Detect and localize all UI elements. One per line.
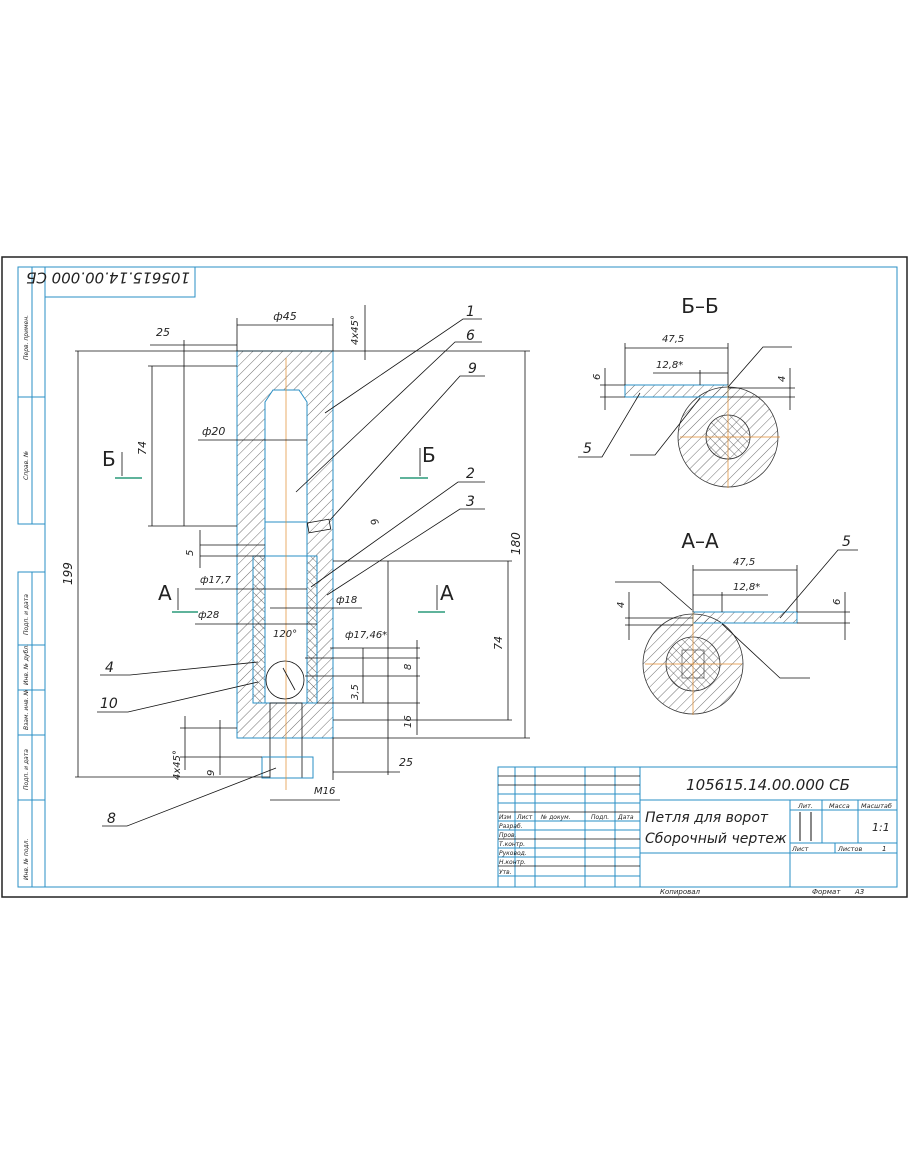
main-view: [236, 350, 334, 790]
stamp-code: 105615.14.00.000 СБ: [26, 269, 190, 287]
header-izm: Изм: [499, 814, 512, 821]
section-aa-title: А–А: [681, 529, 719, 553]
bolt-head: [261, 756, 314, 779]
role: Н.контр.: [499, 859, 526, 866]
dim-m16: М16: [314, 786, 335, 797]
strip-label: Перв. примен.: [23, 315, 30, 360]
header-list: Лист: [516, 814, 533, 821]
section-aa-width: 47,5: [733, 557, 755, 568]
header-sign: Подп.: [591, 814, 609, 821]
role: Утв.: [499, 869, 512, 876]
header-doc: № докум.: [540, 814, 571, 821]
position-8: 8: [107, 811, 116, 827]
position-5-bb: 5: [583, 441, 592, 457]
section-aa-width2: 12,8*: [733, 582, 760, 593]
position-9: 9: [468, 361, 477, 377]
section-mark-b-right: Б: [422, 443, 436, 467]
dim-16: 16: [403, 715, 414, 728]
section-mark-a-left: А: [158, 581, 172, 605]
section-markers: Б Б А А: [102, 443, 454, 613]
section-aa-h1: 4: [616, 602, 627, 608]
strip-label: Инв. № дубл.: [23, 644, 30, 685]
lit-label: Лит.: [797, 802, 813, 810]
position-3: 3: [466, 494, 475, 510]
section-aa: А–А 47,5 12,8* 4 6 5: [615, 529, 858, 715]
section-bb-width2: 12,8*: [656, 360, 683, 371]
role: Т.контр.: [499, 841, 525, 848]
side-strip: Перв. примен. Справ. № Подп. и дата Инв.…: [17, 266, 46, 888]
strip-label: Инв. № подл.: [23, 839, 30, 880]
position-6: 6: [466, 328, 475, 344]
format-value: А3: [854, 888, 864, 896]
dim-5: 5: [185, 550, 196, 556]
sheet-label: Лист: [791, 845, 809, 853]
dim-6-hole: 6: [367, 517, 380, 527]
title-block: Изм Лист № докум. Подп. Дата Разраб. Про…: [497, 766, 898, 896]
dim-angle-120: 120°: [273, 629, 297, 640]
dim-9: 9: [206, 770, 217, 776]
scale-value: 1:1: [872, 821, 890, 834]
dim-3-5: 3,5: [350, 684, 361, 700]
drawing-frame: [44, 266, 898, 888]
dim-d17-7: ф17,7: [200, 575, 231, 586]
section-bb-h1: 6: [592, 374, 603, 380]
position-1: 1: [466, 304, 475, 320]
ball: [265, 660, 305, 700]
format-label: Формат: [812, 888, 841, 896]
position-2: 2: [466, 466, 475, 482]
section-mark-a-right: А: [440, 581, 454, 605]
dim-74-left: 74: [136, 441, 149, 455]
position-10: 10: [100, 696, 118, 712]
strip-label: Справ. №: [23, 451, 30, 480]
section-aa-h2: 6: [832, 599, 843, 605]
dim-d20: ф20: [202, 425, 225, 438]
dim-chamfer-bottom: 4х45°: [172, 750, 183, 780]
mass-label: Масса: [829, 802, 850, 810]
screw-9: [306, 518, 332, 534]
dim-d28: ф28: [198, 610, 219, 621]
role: Разраб.: [499, 823, 523, 830]
section-bb-title: Б–Б: [681, 294, 718, 318]
position-5-aa: 5: [842, 534, 851, 550]
stamp-box: [44, 266, 196, 298]
sheets-count: 1: [882, 845, 886, 853]
copied-label: Копировал: [660, 888, 701, 896]
drawing-name-line2: Сборочный чертеж: [645, 831, 787, 847]
position-4: 4: [105, 660, 114, 676]
dim-25-bottom: 25: [399, 756, 413, 769]
strip-label: Подп. и дата: [23, 749, 30, 790]
role: Пров.: [499, 832, 517, 839]
dim-8: 8: [403, 664, 414, 670]
dim-d18: ф18: [336, 595, 357, 606]
strip-label: Подп. и дата: [23, 594, 30, 635]
dim-74-right: 74: [492, 636, 505, 650]
strip-label: Взам. инв. №: [23, 689, 30, 730]
dim-d45: ф45: [273, 310, 296, 323]
dim-180: 180: [509, 532, 523, 555]
section-bb: Б–Б 47,5 12,8* 6 4 5: [578, 294, 795, 488]
scale-label: Масштаб: [861, 802, 892, 810]
dim-chamfer-top: 4х45°: [350, 315, 361, 345]
position-leaders: 1 6 9 2 3 4 10 8: [97, 304, 485, 827]
section-bb-h2: 4: [777, 376, 788, 382]
header-date: Дата: [617, 814, 634, 821]
sheets-label: Листов: [837, 845, 862, 853]
drawing-name-line1: Петля для ворот: [645, 810, 769, 826]
role: Руковод.: [499, 850, 527, 857]
dim-d17-46: ф17,46*: [345, 630, 387, 641]
dimension-lines: [75, 305, 530, 801]
dim-25-top: 25: [156, 326, 170, 339]
sheet-border: [1, 256, 908, 898]
dimension-texts: ф45 4х45° 25 74 199 180 ф20 5 ф17,7 ф28 …: [61, 310, 523, 797]
drawing-code: 105615.14.00.000 СБ: [686, 776, 850, 794]
section-bb-width: 47,5: [662, 334, 684, 345]
dim-199: 199: [61, 562, 75, 585]
section-mark-b-left: Б: [102, 447, 116, 471]
